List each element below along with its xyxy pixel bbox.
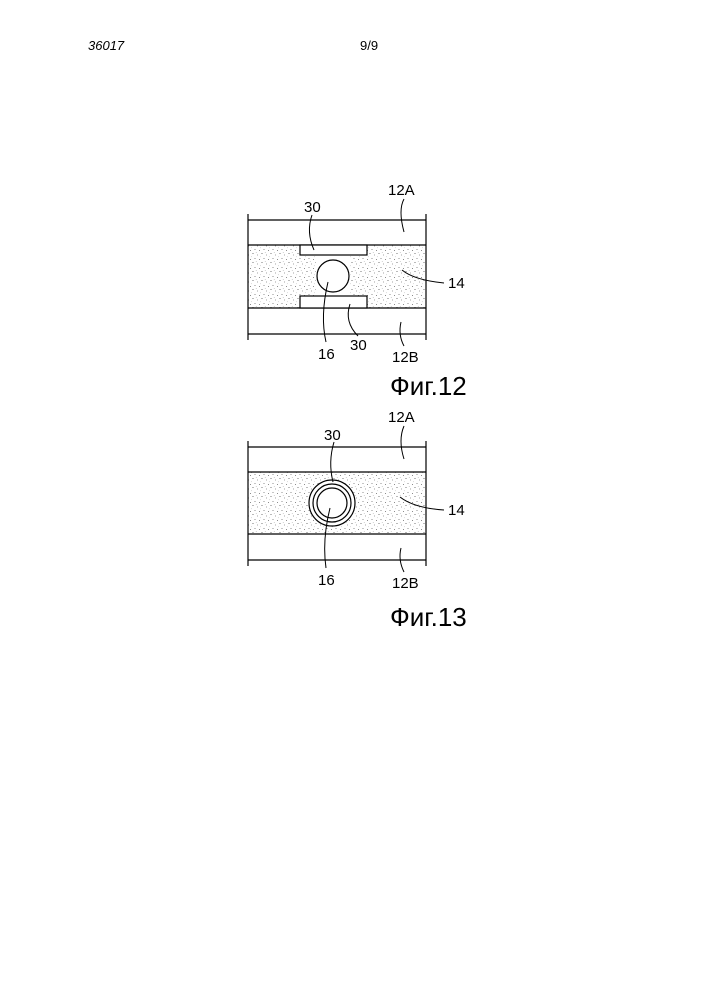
fig13-caption: Фиг.13	[390, 602, 467, 632]
figure-13: 12A 30 14 16 12B Фиг.13	[248, 409, 467, 632]
fig12-particle-16	[317, 260, 349, 292]
fig13-label-12a: 12A	[388, 409, 415, 426]
fig12-label-12a: 12A	[388, 182, 415, 199]
fig13-label-16: 16	[318, 572, 335, 589]
figure-12: 12A 30 14 16 30 12B Фиг.12	[248, 182, 467, 401]
fig12-leader-30-bottom	[348, 304, 358, 336]
fig12-label-14: 14	[448, 275, 465, 292]
fig12-label-16: 16	[318, 346, 335, 363]
fig13-leader-12a	[401, 426, 404, 459]
fig12-label-30-bottom: 30	[350, 337, 367, 354]
fig13-particle-16	[317, 488, 347, 518]
fig12-label-30-top: 30	[304, 199, 321, 216]
fig12-label-12b: 12B	[392, 349, 419, 366]
fig13-label-30: 30	[324, 427, 341, 444]
fig12-caption: Фиг.12	[390, 371, 467, 401]
fig12-leader-12a	[401, 199, 404, 232]
fig13-label-14: 14	[448, 502, 465, 519]
fig12-pad-bottom	[300, 296, 367, 308]
fig12-pad-top	[300, 245, 367, 255]
fig13-label-12b: 12B	[392, 575, 419, 592]
